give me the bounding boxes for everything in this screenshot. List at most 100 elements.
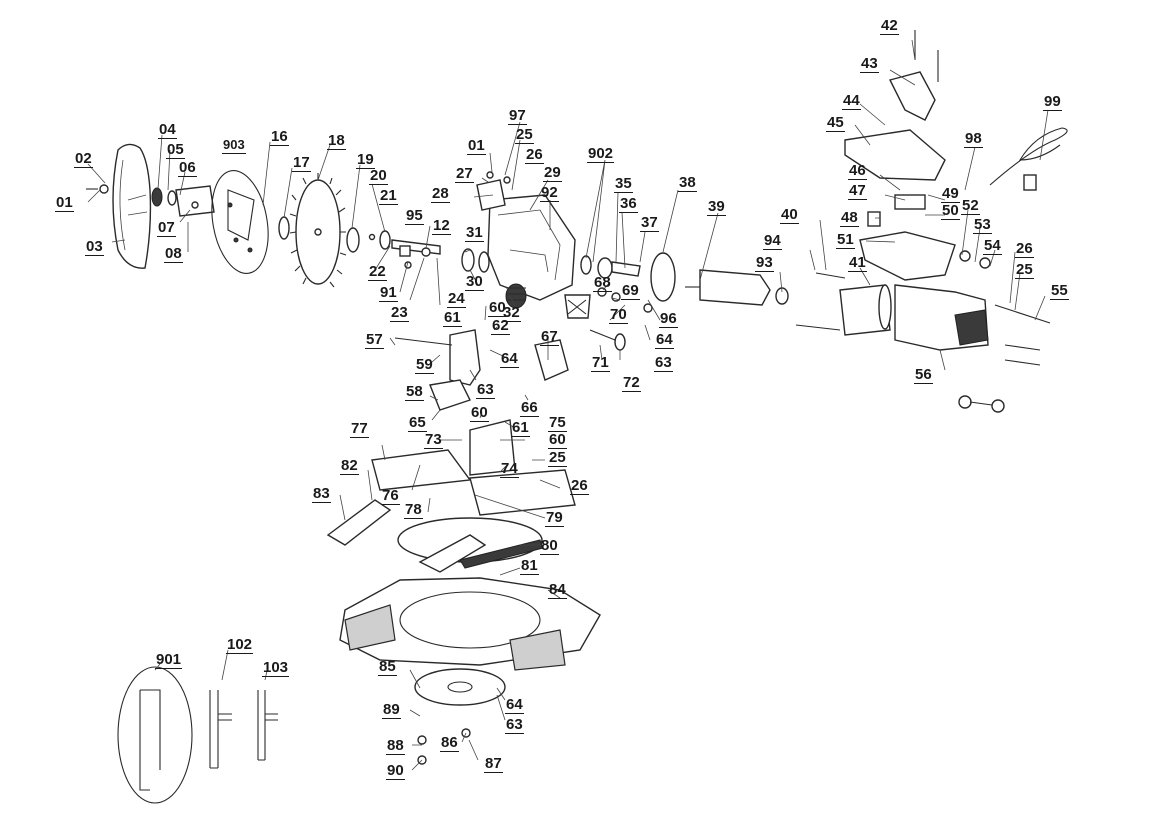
part-label: 36 bbox=[619, 195, 638, 213]
part-label: 70 bbox=[609, 306, 628, 324]
part-label: 86 bbox=[440, 734, 459, 752]
part-label: 80 bbox=[540, 537, 559, 555]
part-label: 39 bbox=[707, 198, 726, 216]
part-label: 77 bbox=[350, 420, 369, 438]
part-label: 60 bbox=[548, 431, 567, 449]
part-label: 24 bbox=[447, 290, 466, 308]
part-label: 06 bbox=[178, 159, 197, 177]
part-label: 66 bbox=[520, 399, 539, 417]
part-label: 43 bbox=[860, 55, 879, 73]
part-label: 26 bbox=[1015, 240, 1034, 258]
part-label: 26 bbox=[570, 477, 589, 495]
part-label: 87 bbox=[484, 755, 503, 773]
part-label: 89 bbox=[382, 701, 401, 719]
part-label: 51 bbox=[836, 231, 855, 249]
part-label: 54 bbox=[983, 237, 1002, 255]
part-label: 75 bbox=[548, 414, 567, 432]
part-label: 61 bbox=[443, 309, 462, 327]
part-label: 49 bbox=[941, 185, 960, 203]
part-label: 73 bbox=[424, 431, 443, 449]
part-label: 55 bbox=[1050, 282, 1069, 300]
part-label: 903 bbox=[222, 137, 246, 154]
part-label: 62 bbox=[491, 317, 510, 335]
part-label: 98 bbox=[964, 130, 983, 148]
part-label: 25 bbox=[515, 126, 534, 144]
part-label: 82 bbox=[340, 457, 359, 475]
part-label: 81 bbox=[520, 557, 539, 575]
part-label: 97 bbox=[508, 107, 527, 125]
part-label: 08 bbox=[164, 245, 183, 263]
part-label: 26 bbox=[525, 146, 544, 164]
part-label: 78 bbox=[404, 501, 423, 519]
part-label: 41 bbox=[848, 254, 867, 272]
part-label: 92 bbox=[540, 184, 559, 202]
part-label: 47 bbox=[848, 182, 867, 200]
part-label: 45 bbox=[826, 114, 845, 132]
part-label: 63 bbox=[476, 381, 495, 399]
part-label: 50 bbox=[941, 202, 960, 220]
part-label: 01 bbox=[55, 194, 74, 212]
part-label: 63 bbox=[654, 354, 673, 372]
part-label: 22 bbox=[368, 263, 387, 281]
part-label: 103 bbox=[262, 659, 290, 677]
part-label: 85 bbox=[378, 658, 397, 676]
part-label: 60 bbox=[470, 404, 489, 422]
part-label: 38 bbox=[678, 174, 697, 192]
part-label: 29 bbox=[543, 164, 562, 182]
part-label: 83 bbox=[312, 485, 331, 503]
part-label: 16 bbox=[270, 128, 289, 146]
part-label: 23 bbox=[390, 304, 409, 322]
part-label: 102 bbox=[226, 636, 254, 654]
part-label: 27 bbox=[455, 165, 474, 183]
part-label: 58 bbox=[405, 383, 424, 401]
part-label: 91 bbox=[379, 284, 398, 302]
part-label: 04 bbox=[158, 121, 177, 139]
part-label: 25 bbox=[548, 449, 567, 467]
part-label: 32 bbox=[502, 304, 521, 322]
part-label: 42 bbox=[880, 17, 899, 35]
part-label: 02 bbox=[74, 150, 93, 168]
part-label: 05 bbox=[166, 141, 185, 159]
part-label: 21 bbox=[379, 187, 398, 205]
part-label: 79 bbox=[545, 509, 564, 527]
part-label: 31 bbox=[465, 224, 484, 242]
part-label: 84 bbox=[548, 581, 567, 599]
part-label: 95 bbox=[405, 207, 424, 225]
part-label: 63 bbox=[505, 716, 524, 734]
part-label: 25 bbox=[1015, 261, 1034, 279]
part-label: 48 bbox=[840, 209, 859, 227]
part-label: 40 bbox=[780, 206, 799, 224]
part-label: 59 bbox=[415, 356, 434, 374]
part-label: 88 bbox=[386, 737, 405, 755]
part-label: 74 bbox=[500, 460, 519, 478]
part-label: 69 bbox=[621, 282, 640, 300]
part-label: 18 bbox=[327, 132, 346, 150]
part-label: 53 bbox=[973, 216, 992, 234]
part-label: 67 bbox=[540, 328, 559, 346]
part-label: 28 bbox=[431, 185, 450, 203]
part-label: 44 bbox=[842, 92, 861, 110]
part-label: 65 bbox=[408, 414, 427, 432]
part-label: 94 bbox=[763, 232, 782, 250]
part-label: 35 bbox=[614, 175, 633, 193]
part-label: 57 bbox=[365, 331, 384, 349]
part-label: 12 bbox=[432, 217, 451, 235]
part-label: 01 bbox=[467, 137, 486, 155]
part-label: 20 bbox=[369, 167, 388, 185]
part-label: 56 bbox=[914, 366, 933, 384]
part-label: 46 bbox=[848, 162, 867, 180]
part-label: 30 bbox=[465, 273, 484, 291]
part-label: 52 bbox=[961, 197, 980, 215]
part-label: 60 bbox=[488, 299, 507, 317]
part-label: 93 bbox=[755, 254, 774, 272]
part-label: 19 bbox=[356, 151, 375, 169]
part-label: 71 bbox=[591, 354, 610, 372]
part-label: 902 bbox=[587, 145, 615, 163]
part-label: 901 bbox=[155, 651, 183, 669]
part-label: 64 bbox=[655, 331, 674, 349]
part-label: 90 bbox=[386, 762, 405, 780]
part-label: 07 bbox=[157, 219, 176, 237]
part-label: 37 bbox=[640, 214, 659, 232]
